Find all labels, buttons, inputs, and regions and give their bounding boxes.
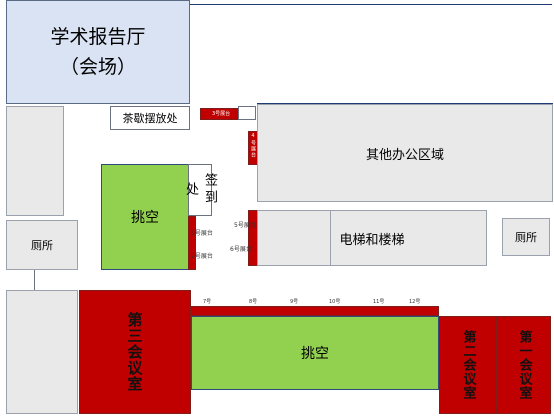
booth-6-label: 6号展台 <box>230 246 252 253</box>
booth-3 <box>200 108 238 120</box>
lecture-hall: 学术报告厅 （会场） <box>6 0 190 104</box>
booth-2-label: 2号展台 <box>191 253 213 260</box>
meeting-room-3: 第三会议室 <box>79 290 191 414</box>
elevator-label: 电梯和楼梯 <box>339 232 405 248</box>
booth-8-label: 8号 <box>249 299 258 305</box>
meeting-room-1: 第一会议室 <box>497 316 551 414</box>
restroom-right-label: 厕所 <box>515 231 537 244</box>
restroom-right: 厕所 <box>502 218 550 256</box>
meeting-room-1-label: 第一会议室 <box>516 330 532 400</box>
other-office-label: 其他办公区域 <box>365 147 444 163</box>
elevator-stairs: 电梯和楼梯 <box>257 210 487 266</box>
elevator-divider <box>330 210 331 266</box>
booth-10-label: 10号 <box>329 299 341 305</box>
pillar-small <box>238 106 256 120</box>
meeting-room-2-label: 第二会议室 <box>460 330 476 400</box>
tea-break-area: 茶歇摆放处 <box>110 106 190 130</box>
booth-strip-1-2 <box>188 216 196 270</box>
booth-4-label: 4号展台 <box>250 133 256 158</box>
left-connector <box>34 270 35 290</box>
other-office-area: 其他办公区域 <box>257 104 553 202</box>
corridor-booths-strip <box>191 306 439 316</box>
booth-5-label: 5号展台 <box>234 222 256 229</box>
office-top-line <box>257 103 553 104</box>
lower-left-block <box>6 290 78 414</box>
restroom-left: 厕所 <box>6 220 78 270</box>
checkin-label: 签到处 <box>183 173 217 207</box>
checkin-desk: 签到处 <box>183 164 217 216</box>
booth-7-label: 7号 <box>203 299 212 305</box>
booth-3-label: 3号展台 <box>212 111 231 117</box>
booth-11-label: 11号 <box>373 299 385 305</box>
meeting-room-2: 第二会议室 <box>439 316 497 414</box>
tea-break-label: 茶歇摆放处 <box>122 112 178 125</box>
atrium-bottom-label: 挑空 <box>301 346 329 362</box>
atrium-left: 挑空 <box>101 164 189 270</box>
restroom-left-label: 厕所 <box>31 239 53 252</box>
lecture-hall-subtitle: （会场） <box>59 56 136 78</box>
meeting-room-3-label: 第三会议室 <box>125 312 144 392</box>
atrium-bottom: 挑空 <box>191 316 439 390</box>
left-wall-block <box>6 106 64 216</box>
top-wall-line <box>190 4 552 5</box>
lecture-hall-title: 学术报告厅 <box>50 26 146 48</box>
atrium-left-label: 挑空 <box>131 210 159 226</box>
booth-1-label: 1号展台 <box>191 230 213 237</box>
booth-12-label: 12号 <box>409 299 421 305</box>
booth-9-label: 9号 <box>290 299 299 305</box>
